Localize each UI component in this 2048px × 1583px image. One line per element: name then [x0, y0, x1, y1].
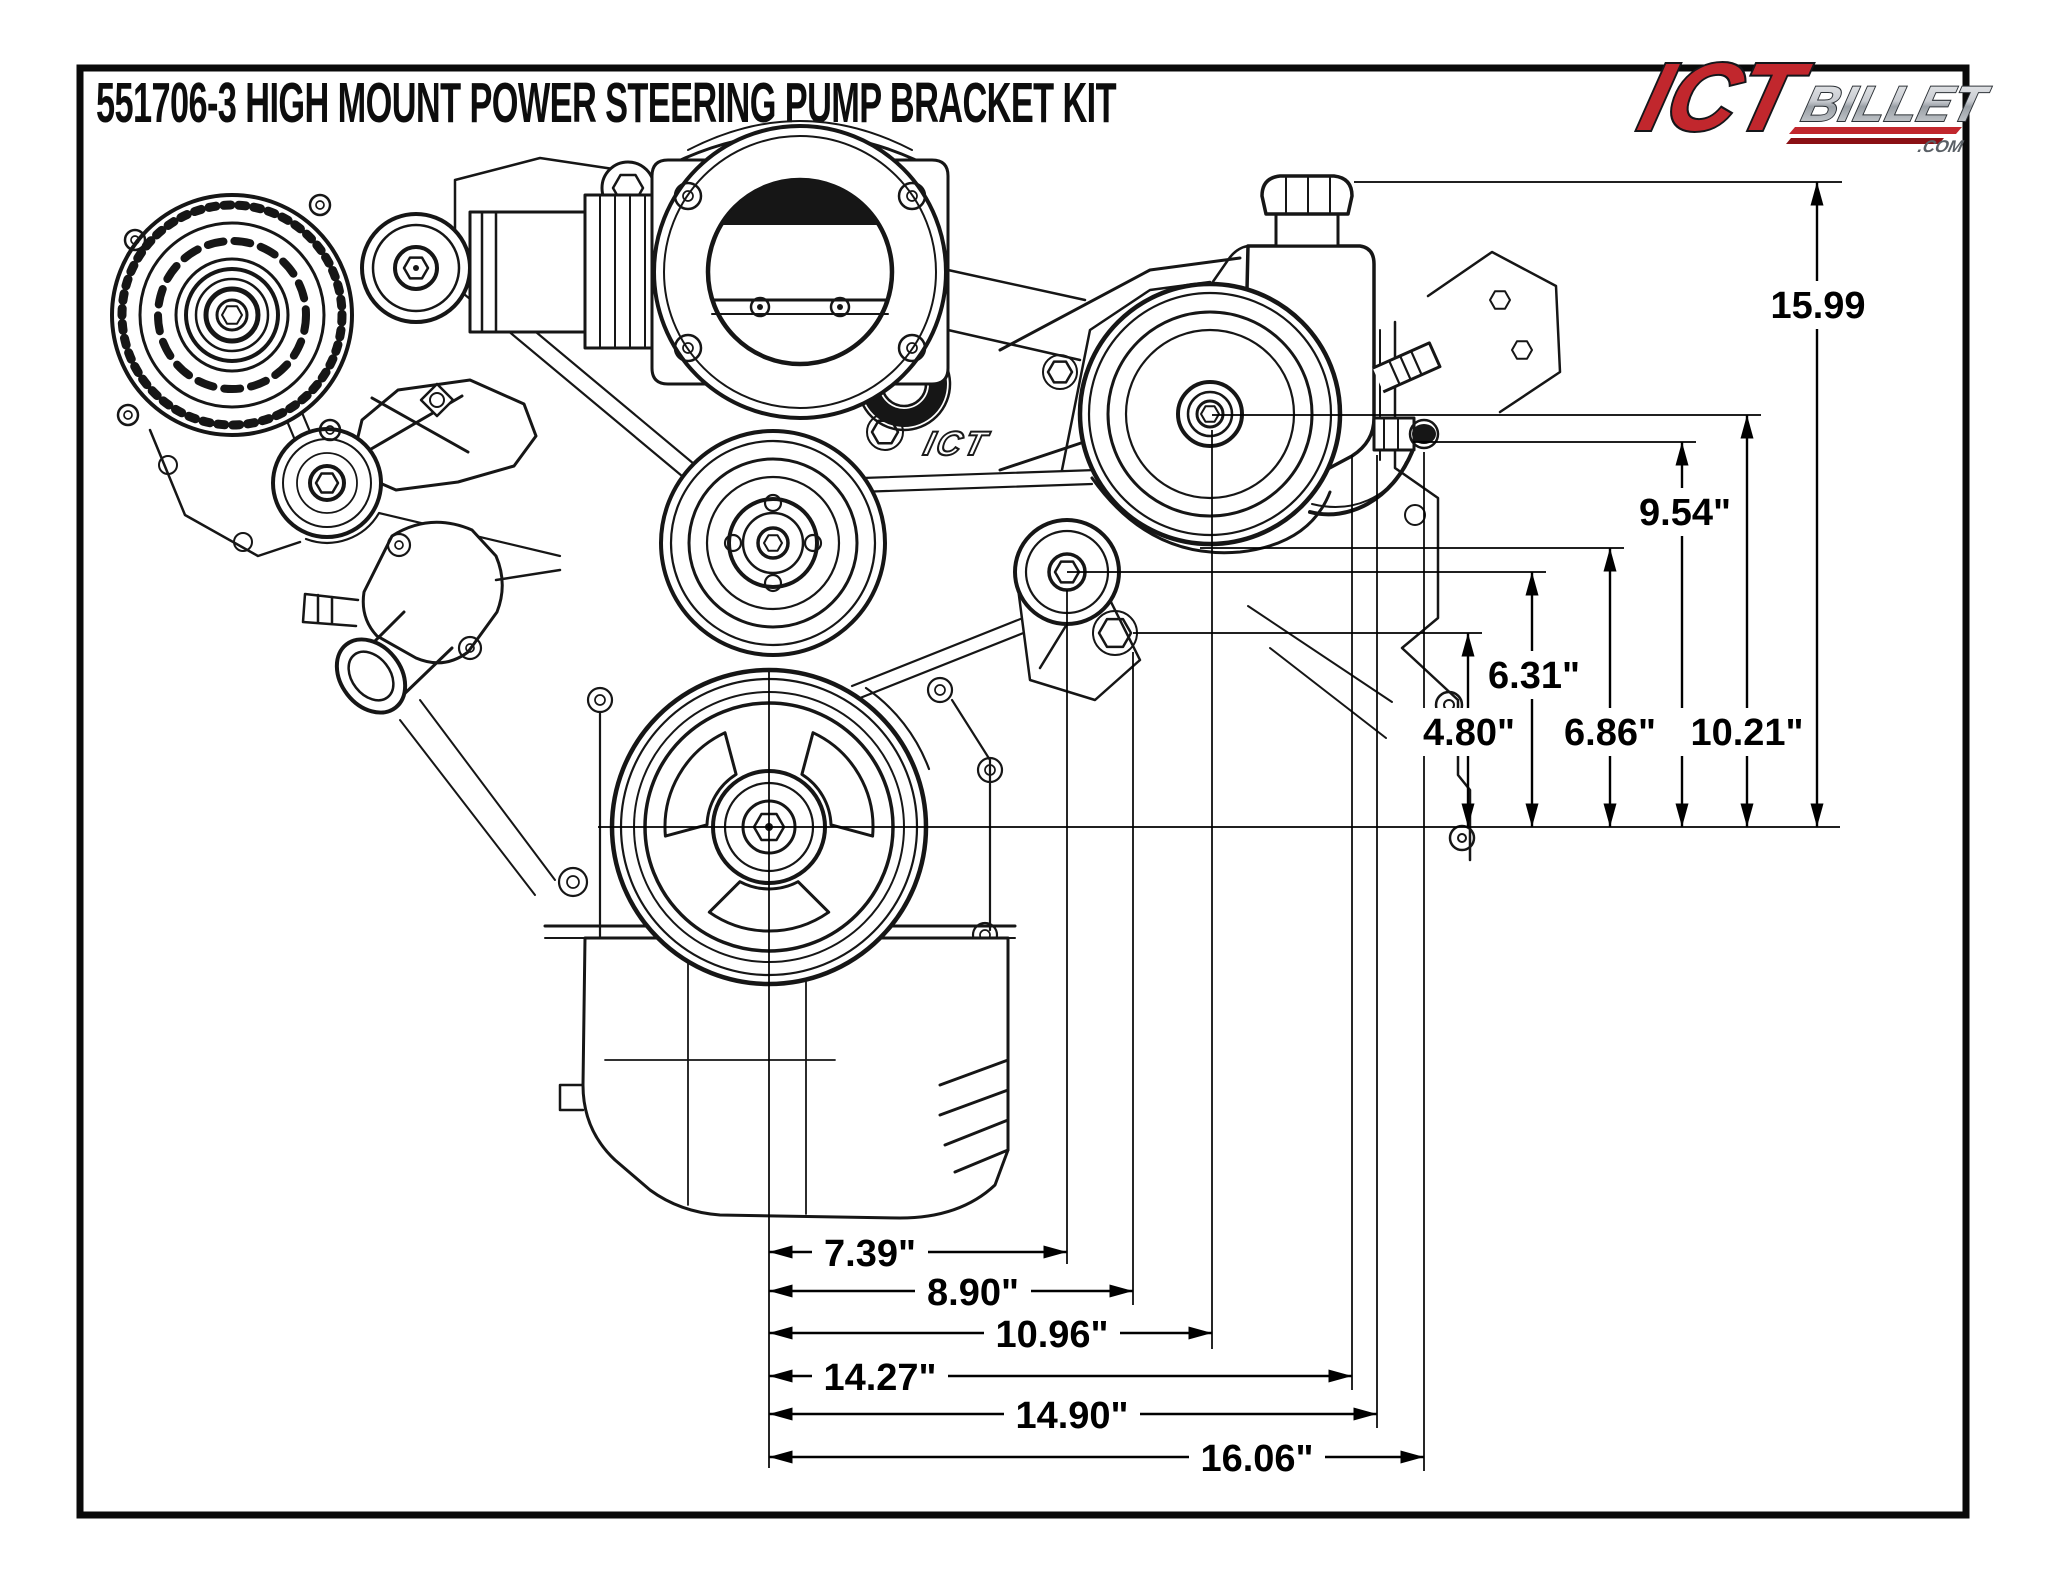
throttle-body: [468, 120, 950, 420]
balancer-slot: [707, 880, 831, 933]
dim-label-6-31: 6.31": [1488, 655, 1580, 697]
dim-label-10-21: 10.21": [1690, 712, 1803, 754]
logo-ict-text: ICT: [1630, 43, 1819, 150]
tensioner-pulley: [271, 427, 383, 539]
dim-label-14-27: 14.27": [823, 1357, 936, 1399]
dimension-horizontal-8-90: 8.90": [769, 1267, 1133, 1315]
ict-billet-logo: ICT BILLET .COM: [1628, 41, 1996, 156]
dimension-vertical-9-54: 9.54": [1627, 442, 1743, 827]
reservoir-neck: [1274, 212, 1340, 248]
alternator-pulley: [184, 267, 280, 363]
engine-block-left: [148, 156, 622, 896]
dim-label-15-99: 15.99: [1770, 285, 1865, 327]
bracket-engraving: ICT: [920, 425, 993, 462]
dimension-horizontal-7-39: 7.39": [769, 1228, 1067, 1276]
balancer-slot: [800, 731, 875, 838]
throttle-bore: [705, 177, 895, 367]
logo-billet-text: BILLET: [1797, 76, 1995, 132]
idler-pulley-upper: [360, 212, 472, 324]
power-steering-pump-pulley: [1077, 281, 1343, 555]
dim-label-16-06: 16.06": [1200, 1438, 1313, 1480]
throttle-bore-opening: [721, 180, 879, 225]
water-pump-pulley: [659, 429, 887, 657]
dim-label-14-90: 14.90": [1015, 1395, 1128, 1437]
page-title: 551706-3 HIGH MOUNT POWER STEERING PUMP …: [96, 71, 1117, 135]
alternator: [110, 193, 354, 442]
dimension-horizontal-14-90: 14.90": [769, 1390, 1377, 1438]
ps-return-fitting: [1372, 341, 1442, 394]
dim-label-7-39: 7.39": [824, 1233, 916, 1275]
dimension-vertical-6-31: 6.31": [1476, 572, 1592, 827]
dimension-vertical-4-80: 4.80": [1412, 633, 1528, 827]
dim-label-9-54: 9.54": [1639, 492, 1731, 534]
intake-tube: [468, 193, 654, 350]
dimension-horizontal-10-96: 10.96": [769, 1309, 1212, 1357]
dim-label-8-90: 8.90": [927, 1272, 1019, 1314]
dimension-horizontal-14-27: 14.27": [769, 1352, 1352, 1400]
logo-stripe-top: [1789, 127, 1962, 134]
logo-domain-text: .COM: [1916, 136, 1966, 156]
ps-pressure-fitting: [1308, 416, 1440, 517]
dimension-vertical-6-86: 6.86": [1552, 548, 1668, 827]
thermostat-housing: [301, 520, 562, 715]
tensioner-bolt: [1097, 617, 1133, 649]
dim-label-4-80: 4.80": [1423, 712, 1515, 754]
dimension-vertical-10-21: 10.21": [1679, 415, 1815, 827]
dimension-horizontal-16-06: 16.06": [769, 1433, 1424, 1481]
extension-lines: [598, 181, 1842, 1471]
dimension-vertical-15-99: 15.99: [1758, 182, 1878, 827]
dim-label-6-86: 6.86": [1564, 712, 1656, 754]
balancer-slot: [663, 731, 738, 838]
dim-label-10-96: 10.96": [995, 1314, 1108, 1356]
belt-tensioner: [271, 378, 538, 539]
logo-stripe-bottom: [1786, 138, 1944, 144]
